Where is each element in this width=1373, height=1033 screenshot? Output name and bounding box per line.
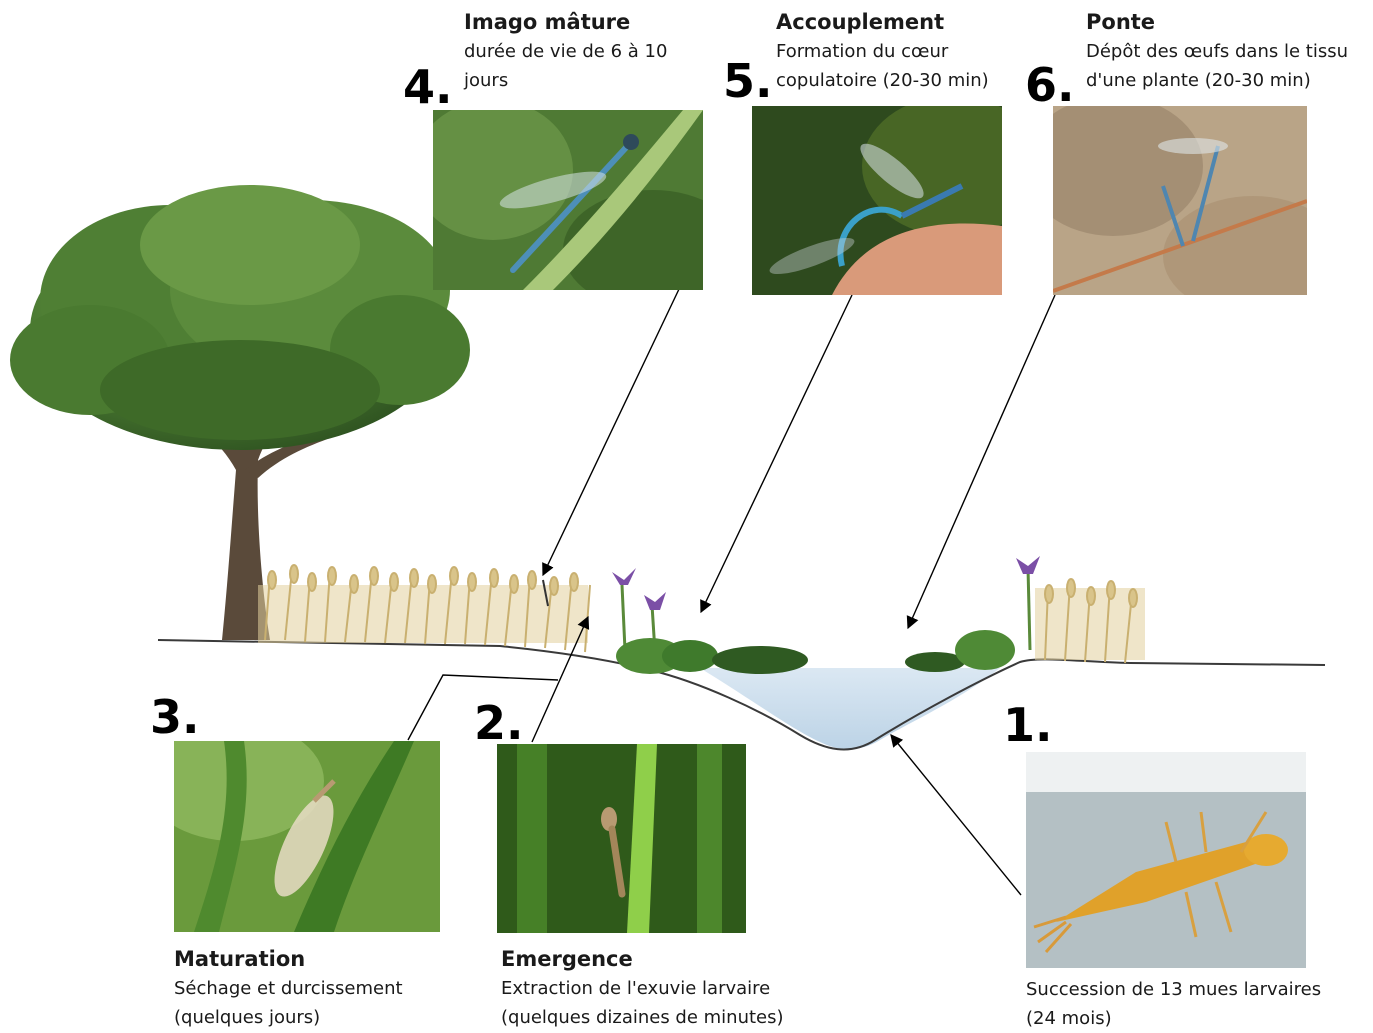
stage-3-caption: Maturation Séchage et durcissement (quel… bbox=[174, 944, 403, 1032]
stage-4-number: 4. bbox=[403, 64, 452, 110]
arrow-stage5-to-plants bbox=[701, 295, 852, 612]
larva-photo-icon bbox=[1026, 752, 1306, 968]
stage-3-desc-line1: Séchage et durcissement bbox=[174, 974, 403, 1003]
arrow-stage4-to-reeds bbox=[543, 287, 680, 575]
stage-3-number: 3. bbox=[150, 694, 199, 740]
stage-5-title: Accouplement bbox=[776, 7, 989, 37]
blue-damselfly-photo-icon bbox=[433, 110, 703, 290]
stage-5-number: 5. bbox=[723, 58, 772, 104]
emerging-damselfly-photo-icon bbox=[497, 744, 746, 933]
arrow-stage1-to-pond bbox=[891, 735, 1021, 895]
stage-1-desc-line1: Succession de 13 mues larvaires bbox=[1026, 975, 1321, 1004]
stage-6-number: 6. bbox=[1025, 62, 1074, 108]
stage-6-caption: Ponte Dépôt des œufs dans le tissu d'une… bbox=[1086, 7, 1348, 95]
stage-5-caption: Accouplement Formation du cœur copulatoi… bbox=[776, 7, 989, 95]
stage-6-desc-line2: d'une plante (20-30 min) bbox=[1086, 66, 1348, 95]
stage-4-desc-line2: jours bbox=[464, 66, 667, 95]
stage-4-caption: Imago mâture durée de vie de 6 à 10 jour… bbox=[464, 7, 667, 95]
stage-3-desc-line2: (quelques jours) bbox=[174, 1003, 403, 1032]
stage-6-desc-line1: Dépôt des œufs dans le tissu bbox=[1086, 37, 1348, 66]
stage-4-title: Imago mâture bbox=[464, 7, 667, 37]
egg-laying-damselflies-photo-icon bbox=[1053, 106, 1307, 295]
stage-6-title: Ponte bbox=[1086, 7, 1348, 37]
stage-1-caption: Succession de 13 mues larvaires (24 mois… bbox=[1026, 975, 1321, 1033]
mating-damselflies-photo-icon bbox=[752, 106, 1002, 295]
water-plant-icon bbox=[616, 630, 1015, 674]
stage-1-number: 1. bbox=[1003, 702, 1052, 748]
stage-5-desc-line1: Formation du cœur bbox=[776, 37, 989, 66]
stage-5-desc-line2: copulatoire (20-30 min) bbox=[776, 66, 989, 95]
stage-4-desc-line1: durée de vie de 6 à 10 bbox=[464, 37, 667, 66]
reed-grass-icon bbox=[1035, 579, 1145, 663]
teneral-damselfly-photo-icon bbox=[174, 741, 440, 932]
stage-2-title: Emergence bbox=[501, 944, 784, 974]
reed-grass-icon bbox=[258, 565, 590, 652]
tree-icon bbox=[10, 185, 470, 640]
stage-3-title: Maturation bbox=[174, 944, 403, 974]
stage-2-caption: Emergence Extraction de l'exuvie larvair… bbox=[501, 944, 784, 1032]
stage-1-desc-line2: (24 mois) bbox=[1026, 1004, 1321, 1033]
stage-2-desc-line1: Extraction de l'exuvie larvaire bbox=[501, 974, 784, 1003]
pond-icon bbox=[700, 668, 1000, 749]
stage-2-number: 2. bbox=[474, 700, 523, 746]
arrow-stage6-to-water bbox=[908, 295, 1055, 628]
stage-2-desc-line2: (quelques dizaines de minutes) bbox=[501, 1003, 784, 1032]
